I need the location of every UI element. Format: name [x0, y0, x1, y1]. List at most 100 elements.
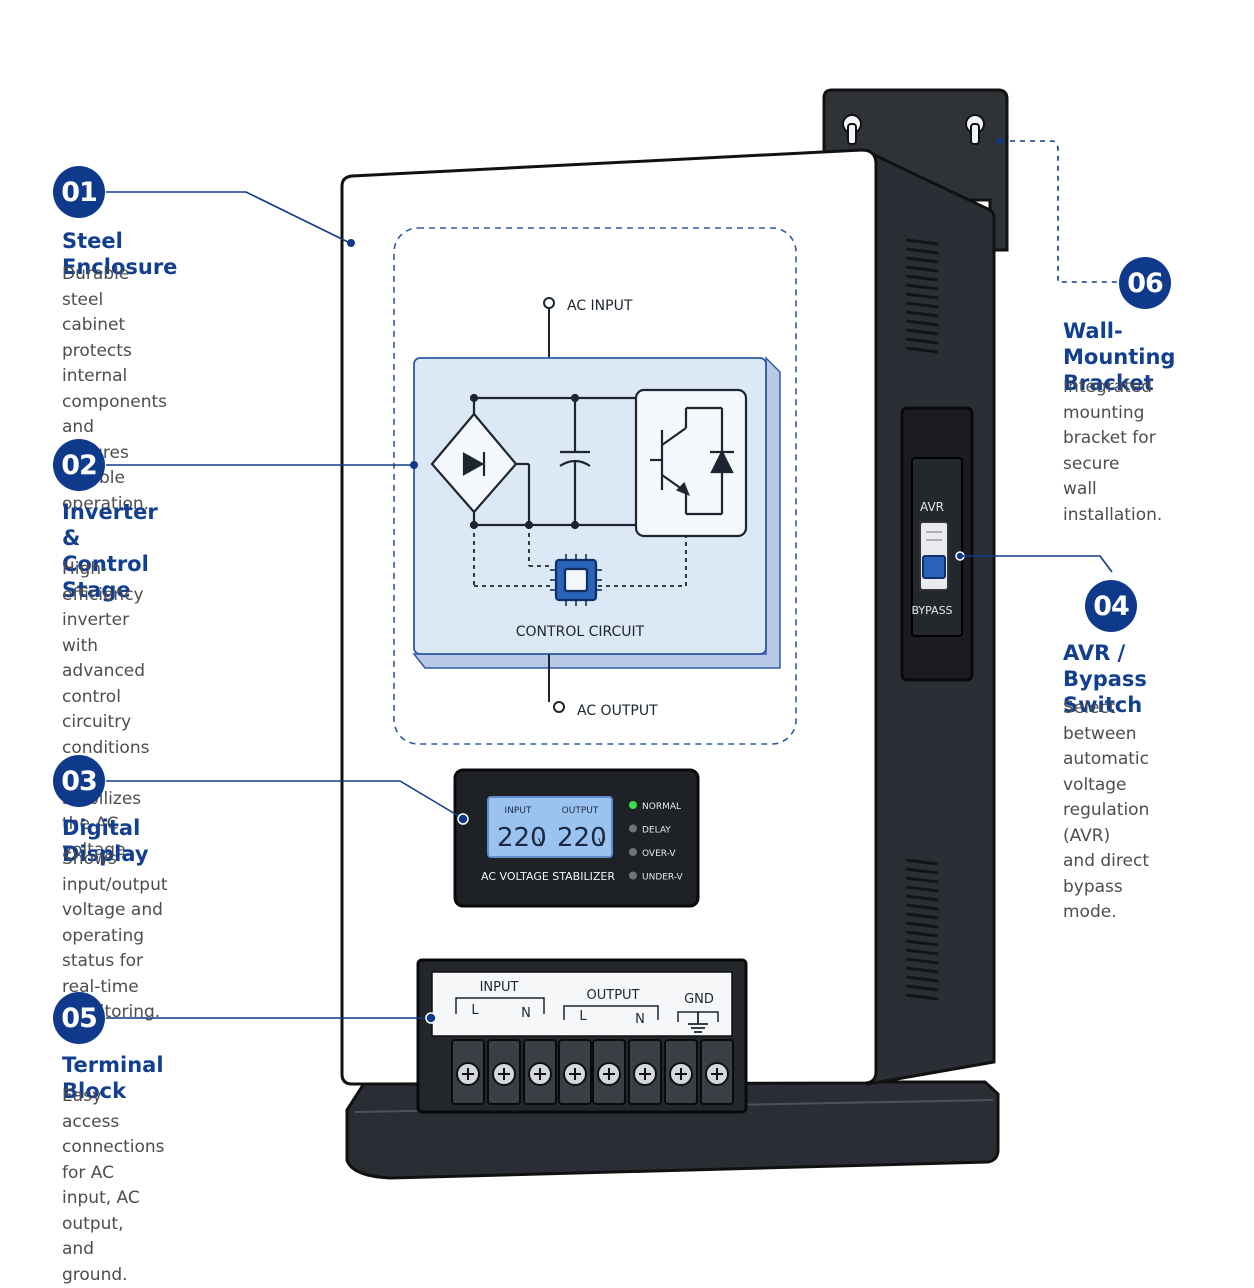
vent-slot [905, 301, 939, 309]
indicator-label: DELAY [642, 826, 671, 836]
vent-slot [905, 885, 939, 893]
terminal-pointer [425, 1012, 437, 1024]
vent-slot [905, 930, 939, 938]
device-label: AC VOLTAGE STABILIZER [481, 870, 615, 883]
vent-slot [905, 921, 939, 929]
output-l-label: L [579, 1009, 587, 1024]
control-circuit-label: CONTROL CIRCUIT [516, 624, 645, 640]
vent-slot [905, 894, 939, 902]
callout-title: Steel Enclosure [62, 229, 178, 279]
indicator-label: OVER-V [642, 849, 676, 859]
vent-slot [905, 975, 939, 983]
screw-icon [487, 1039, 521, 1105]
lcd-input-value: 220 [497, 823, 547, 853]
screw-icon [700, 1039, 734, 1105]
callout-number-badge: 04 [1085, 580, 1137, 632]
terminal-screws [451, 1039, 734, 1105]
terminal-input-label: INPUT [480, 980, 519, 995]
lcd-input-unit: V [538, 836, 546, 849]
indicator-led [629, 824, 637, 833]
avr-bypass-switch[interactable] [919, 521, 949, 591]
callout-title: Digital Display [62, 816, 149, 866]
lcd-output-label: OUTPUT [562, 806, 599, 816]
vent-slot [905, 256, 939, 264]
keyhole-icon [842, 114, 862, 145]
vent-slot [905, 939, 939, 947]
vent-slot [905, 858, 939, 866]
callout-description: Select between automatic voltage regulat… [1063, 698, 1150, 922]
terminal-gnd-label: GND [684, 992, 714, 1007]
indicator-over-v: OVER-V [629, 848, 676, 859]
vent-slot [905, 238, 939, 246]
callout-title: Terminal Block [62, 1053, 164, 1103]
callout-number-badge: 06 [1119, 257, 1171, 309]
callout-description: Integrated mounting bracket for secure w… [1063, 377, 1163, 525]
screw-icon [664, 1039, 698, 1105]
callout-description: Easy access connections for AC input, AC… [62, 1086, 165, 1285]
ac-input-label: AC INPUT [567, 298, 633, 314]
status-indicators: NORMAL DELAY OVER-V UNDER-V [629, 801, 684, 883]
indicator-normal: NORMAL [629, 801, 681, 812]
ac-output-terminal [553, 701, 565, 713]
terminal-block: INPUT OUTPUT GND L N L N [416, 958, 748, 1114]
digital-display: INPUT OUTPUT 220 V 220 V AC VOLTAGE STAB… [453, 768, 700, 908]
vent-slot [905, 912, 939, 920]
callout-number-badge: 01 [53, 166, 105, 218]
vent-slot [905, 957, 939, 965]
side-panel: AVR BYPASS [866, 149, 996, 1086]
vent-slot [905, 966, 939, 974]
callout-number-badge: 03 [53, 755, 105, 807]
terminal-output-label: OUTPUT [587, 988, 640, 1003]
vent-slots [905, 858, 939, 1001]
lcd-output-value: 220 [557, 823, 607, 853]
vent-slot [905, 310, 939, 318]
screw-icon [628, 1039, 662, 1105]
leader-lines [106, 140, 1118, 1019]
vent-slot [905, 292, 939, 300]
vent-slot [905, 867, 939, 875]
display-pointer [457, 813, 469, 825]
keyhole-icon [965, 114, 985, 145]
vent-slot [905, 346, 939, 354]
vent-slot [905, 948, 939, 956]
ac-output-label: AC OUTPUT [577, 703, 658, 719]
igbt-module [634, 388, 748, 538]
callout-number-badge: 02 [53, 439, 105, 491]
ac-input-terminal [543, 297, 555, 309]
callout-number-badge: 05 [53, 992, 105, 1044]
lcd-input-label: INPUT [505, 806, 532, 816]
output-n-label: N [635, 1012, 645, 1027]
callout-title: AVR / Bypass Switch [1063, 641, 1147, 717]
vent-slot [905, 319, 939, 327]
vent-slot [905, 903, 939, 911]
indicator-label: UNDER-V [642, 873, 684, 883]
ground-icon [688, 1012, 708, 1033]
transistor-icon [650, 406, 734, 516]
enclosure-pointer [347, 239, 355, 247]
avr-label: AVR [920, 500, 944, 514]
vent-slot [905, 328, 939, 336]
vent-slot [905, 283, 939, 291]
indicator-delay: DELAY [629, 824, 671, 836]
screw-icon [558, 1039, 592, 1105]
indicator-led [629, 848, 637, 856]
bracket-pointer [997, 138, 1003, 144]
indicator-led [629, 871, 637, 880]
callout-title: Wall-Mounting Bracket [1063, 319, 1176, 395]
vent-slot [905, 993, 939, 1001]
capacitor-icon [559, 398, 591, 525]
vent-slot [905, 337, 939, 345]
vent-slot [905, 274, 939, 282]
callout-title: Inverter & Control Stage [62, 500, 158, 602]
indicator-label: NORMAL [642, 802, 681, 812]
inverter-pointer [410, 461, 418, 469]
vent-slot [905, 876, 939, 884]
screw-icon [592, 1039, 626, 1105]
screw-icon [523, 1039, 557, 1105]
lcd-output-unit: V [598, 836, 606, 849]
indicator-under-v: UNDER-V [629, 871, 684, 883]
rectifier-bridge-icon [430, 398, 531, 525]
bypass-label: BYPASS [911, 604, 952, 617]
input-l-label: L [471, 1003, 479, 1018]
screw-icon [451, 1039, 485, 1105]
